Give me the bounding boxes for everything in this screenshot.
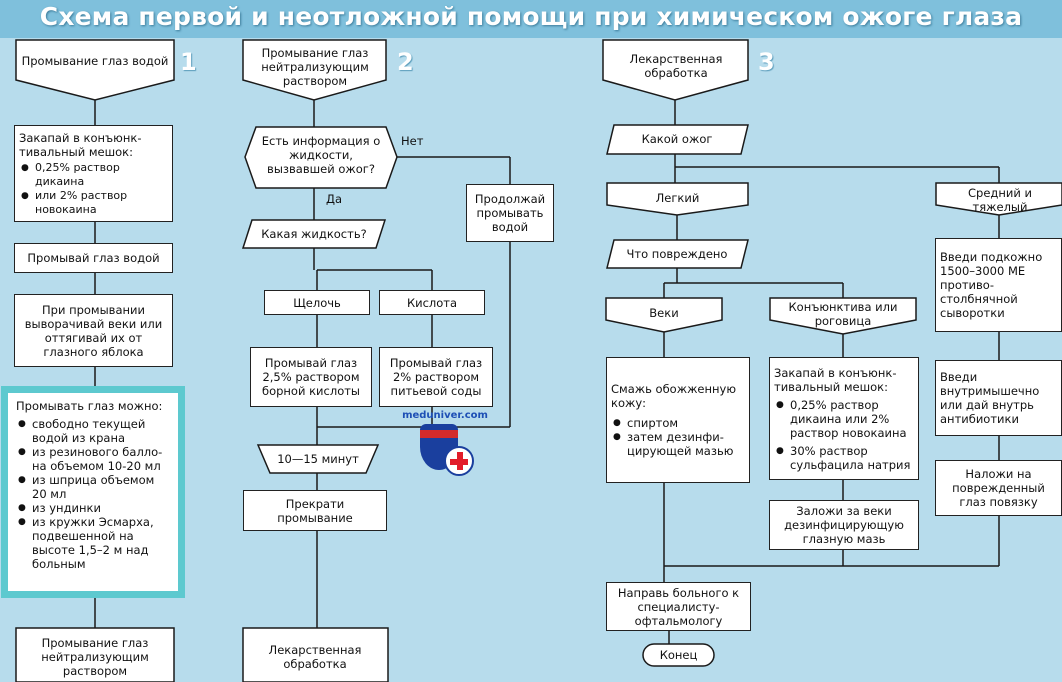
alkali-action-box: Промывай глаз 2,5% раствором борной кисл… bbox=[250, 347, 372, 407]
eyelids-label: Веки bbox=[649, 306, 679, 320]
duration-shape bbox=[256, 444, 380, 474]
wash-methods-panel: Промывать глаз можно: свободно текущей в… bbox=[1, 386, 185, 598]
wash-method-item: из шприца объемом 20 мл bbox=[18, 473, 170, 501]
step-number-1: 1 bbox=[180, 48, 197, 76]
conjunctiva-treatment-box: Закапай в конъюнк-тивальный мешок: 0,25%… bbox=[769, 357, 919, 480]
wash-method-item: из кружки Эсмарха, подвешенной на высоте… bbox=[18, 515, 170, 571]
bandage-box: Наложи на поврежденный глаз повязку bbox=[935, 460, 1062, 516]
evert-eyelids-box: При промывании выворачивай веки или оття… bbox=[14, 294, 173, 367]
severe-burn-label: Средний и тяжелый bbox=[968, 186, 1032, 214]
damaged-label: Что повреждено bbox=[626, 247, 728, 261]
title-bar bbox=[0, 0, 1062, 38]
antibiotics-box: Введи внутримышечно или дай внутрь антиб… bbox=[935, 360, 1062, 436]
wash-methods-title: Промывать глаз можно: bbox=[16, 399, 163, 413]
yes-label: Да bbox=[326, 192, 343, 206]
anesthetize-item: или 2% раствор новокаина bbox=[21, 189, 168, 217]
anesthetize-item: 0,25% раствор дикаина bbox=[21, 161, 168, 189]
light-shape bbox=[606, 182, 749, 216]
decision-question: Есть информация о жидкости, вызвавшей ож… bbox=[261, 134, 381, 176]
which-burn-shape bbox=[606, 124, 749, 155]
which-shape bbox=[241, 219, 387, 249]
decision-shape bbox=[244, 126, 398, 189]
continue-water-box: Продолжай промывать водой bbox=[466, 184, 554, 242]
which-burn-label: Какой ожог bbox=[641, 132, 713, 146]
eyelids-shape bbox=[605, 297, 723, 333]
light-burn-label: Легкий bbox=[655, 191, 700, 205]
alkali-box: Щелочь bbox=[264, 290, 370, 315]
which-liquid: Какая жидкость? bbox=[261, 227, 367, 241]
logo-site-text: meduniver.com bbox=[402, 410, 488, 421]
wash-method-item: из ундинки bbox=[18, 501, 170, 515]
conjunctiva-treatment-item: 0,25% раствор дикаина или 2% раствор нов… bbox=[776, 398, 914, 440]
step-number-3: 3 bbox=[758, 48, 775, 76]
ointment-box: Заложи за веки дезинфицирующую глазную м… bbox=[769, 500, 919, 550]
anesthetize-box: Закапай в конъюнк-тивальный мешок: 0,25%… bbox=[14, 125, 173, 222]
refer-box: Направь больного к специалисту-офтальмол… bbox=[606, 582, 751, 631]
conj-shape bbox=[769, 297, 917, 335]
anesthetize-title: Закапай в конъюнк-тивальный мешок: bbox=[19, 130, 142, 159]
eyelids-treatment-item: спиртом bbox=[613, 416, 745, 430]
eyelids-treatment-title: Смажь обожженную кожу: bbox=[611, 382, 737, 410]
col2-next-step: Лекарственная обработка bbox=[268, 643, 362, 671]
col2-next-shape bbox=[242, 627, 389, 682]
no-label: Нет bbox=[401, 134, 424, 148]
serum-box: Введи подкожно 1500–3000 МЕ противо-стол… bbox=[935, 238, 1062, 332]
conjunctiva-treatment-title: Закапай в конъюнк-тивальный мешок: bbox=[774, 365, 897, 394]
end-label: Конец bbox=[659, 648, 698, 662]
conjunctiva-treatment-item: 30% раствор сульфацила натрия bbox=[776, 444, 914, 472]
meduniver-logo: meduniver.com bbox=[400, 410, 490, 482]
acid-action-box: Промывай глаз 2% раствором питьевой соды bbox=[379, 347, 493, 407]
col3-header: Лекарственная обработка bbox=[629, 52, 723, 80]
acid-box: Кислота bbox=[379, 290, 485, 315]
eyelids-treatment-box: Смажь обожженную кожу: спиртом затем дез… bbox=[606, 357, 750, 483]
conjunctiva-label: Конъюнктива или роговица bbox=[788, 300, 898, 328]
red-cross-icon bbox=[444, 446, 474, 476]
page-title: Схема первой и неотложной помощи при хим… bbox=[39, 2, 1023, 31]
wash-method-item: из резинового балло-на объемом 10-20 мл bbox=[18, 445, 170, 473]
col1-header-shape bbox=[15, 39, 175, 101]
col1-header: Промывание глаз водой bbox=[21, 54, 169, 68]
col1-next-shape bbox=[15, 627, 175, 682]
col2-header-shape bbox=[242, 39, 387, 101]
step-number-2: 2 bbox=[397, 48, 414, 76]
damaged-shape bbox=[606, 239, 749, 269]
col2-header: Промывание глаз нейтрализующим раствором bbox=[261, 46, 369, 88]
medium-shape bbox=[935, 182, 1062, 216]
duration-label: 10—15 минут bbox=[277, 452, 359, 466]
col3-header-shape bbox=[602, 39, 749, 101]
eyelids-treatment-item: затем дезинфи-цирующей мазью bbox=[613, 430, 745, 458]
stop-rinse-box: Прекрати промывание bbox=[243, 490, 387, 531]
end-shape bbox=[642, 643, 715, 667]
wash-method-item: свободно текущей водой из крана bbox=[18, 417, 170, 445]
col1-next-step: Промывание глаз нейтрализующим раствором bbox=[41, 636, 149, 678]
rinse-water-box: Промывай глаз водой bbox=[14, 243, 173, 273]
